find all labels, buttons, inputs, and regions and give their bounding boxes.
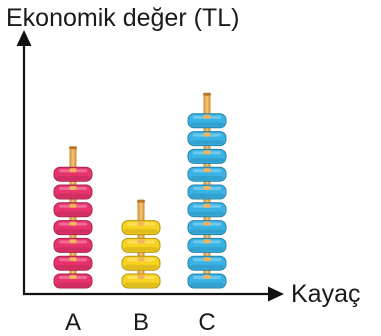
disk-C-5 (187, 202, 227, 218)
category-label-B: B (133, 309, 149, 336)
bar-A (53, 146, 93, 289)
rod-cap-C (203, 92, 211, 96)
disk-A-6 (53, 184, 93, 200)
y-axis-label: Ekonomik değer (TL) (6, 4, 239, 32)
disk-C-4 (187, 220, 227, 236)
disk-B-2 (121, 255, 161, 271)
disk-C-6 (187, 184, 227, 200)
disk-A-7 (53, 166, 93, 182)
bar-B (121, 199, 161, 289)
rod-cap-A (69, 146, 77, 150)
disk-A-2 (53, 255, 93, 271)
disk-C-7 (187, 166, 227, 182)
x-axis-arrow (268, 286, 284, 302)
disk-C-1 (187, 273, 227, 289)
disk-C-3 (187, 237, 227, 253)
rod-cap-B (137, 199, 145, 203)
category-label-A: A (65, 309, 81, 336)
y-axis-arrow (16, 30, 32, 46)
disk-B-4 (121, 220, 161, 236)
disk-C-8 (187, 148, 227, 164)
bars-group (53, 92, 227, 289)
disk-B-1 (121, 273, 161, 289)
disk-C-2 (187, 255, 227, 271)
disk-A-1 (53, 273, 93, 289)
disk-A-3 (53, 237, 93, 253)
disk-C-9 (187, 131, 227, 147)
disk-A-4 (53, 220, 93, 236)
category-label-C: C (198, 309, 215, 336)
disk-B-3 (121, 237, 161, 253)
x-axis-label: Kayaç (291, 280, 360, 308)
disk-A-5 (53, 202, 93, 218)
disk-C-10 (187, 113, 227, 129)
bar-C (187, 92, 227, 289)
category-labels: A B C (65, 309, 216, 336)
